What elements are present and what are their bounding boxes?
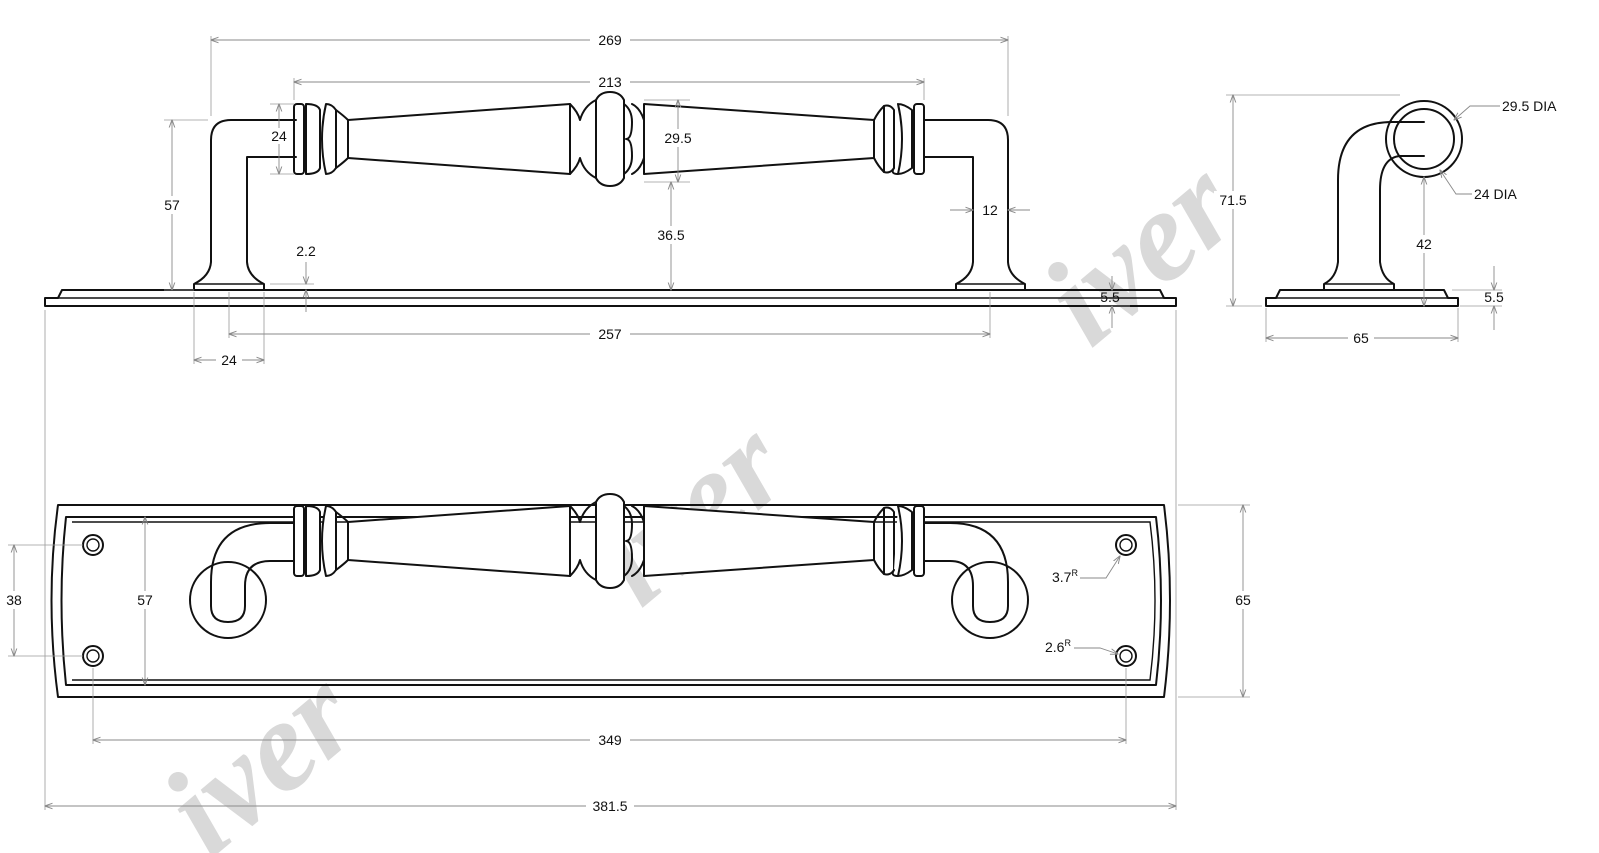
dim-257: 257 [598,326,622,342]
label-3-7-r: 3.7R [1052,568,1078,585]
side-view: 71.5 42 5.5 65 29.5 DIA 24 DIA [1214,95,1557,347]
watermark-text-3: iver [1016,131,1264,372]
dim-2-2: 2.2 [296,243,316,259]
dim-12-leg-width: 12 [982,202,998,218]
dim-65-plan: 65 [1235,592,1251,608]
plan-view: 38 57 65 3.7R 2.6R 349 381.5 [2,310,1256,815]
plan-mounting-holes [82,534,1137,667]
plan-right-rose [951,561,1029,639]
side-outer-ring [1385,100,1463,178]
front-right-leg [923,119,1026,291]
dim-5-5-plate: 5.5 [1100,289,1120,305]
front-base-plate [44,289,1177,307]
dim-38: 38 [6,592,22,608]
side-base-plate [1265,289,1459,307]
label-24-dia: 24 DIA [1474,186,1517,202]
label-29-5-dia: 29.5 DIA [1502,98,1557,114]
plan-left-crook [210,522,297,623]
dim-42: 42 [1416,236,1432,252]
dim-269: 269 [598,32,622,48]
plan-grip [293,493,925,589]
dim-29-5-center: 29.5 [664,130,691,146]
watermark-text-1: iver [136,641,384,853]
label-2-6-r: 2.6R [1045,638,1071,655]
dim-24-foot: 24 [221,352,237,368]
dim-57-leg: 57 [164,197,180,213]
dim-213: 213 [598,74,622,90]
front-right-collar [873,105,885,173]
front-left-collar [293,103,305,175]
front-center-boss [595,91,625,187]
watermark: iver iver iver [136,131,1264,853]
dim-57-plan: 57 [137,592,153,608]
front-left-leg [193,119,297,291]
front-view: 269 213 24 57 29.5 36.5 12 2.2 5.5 [44,31,1177,369]
dim-349: 349 [598,732,622,748]
dim-5-5-side: 5.5 [1484,289,1504,305]
dim-65-side: 65 [1353,330,1369,346]
dim-24-collar: 24 [271,128,287,144]
plan-outer-plate [50,504,1171,698]
plan-right-crook [923,522,1009,623]
side-inner-ring [1393,108,1455,170]
dim-36-5-clearance: 36.5 [657,227,684,243]
side-leg [1323,121,1425,291]
plan-left-rose [189,561,267,639]
front-left-taper [347,103,571,175]
dim-71-5: 71.5 [1219,192,1246,208]
plan-inner-plate [60,516,1162,686]
dim-381-5: 381.5 [592,798,627,814]
